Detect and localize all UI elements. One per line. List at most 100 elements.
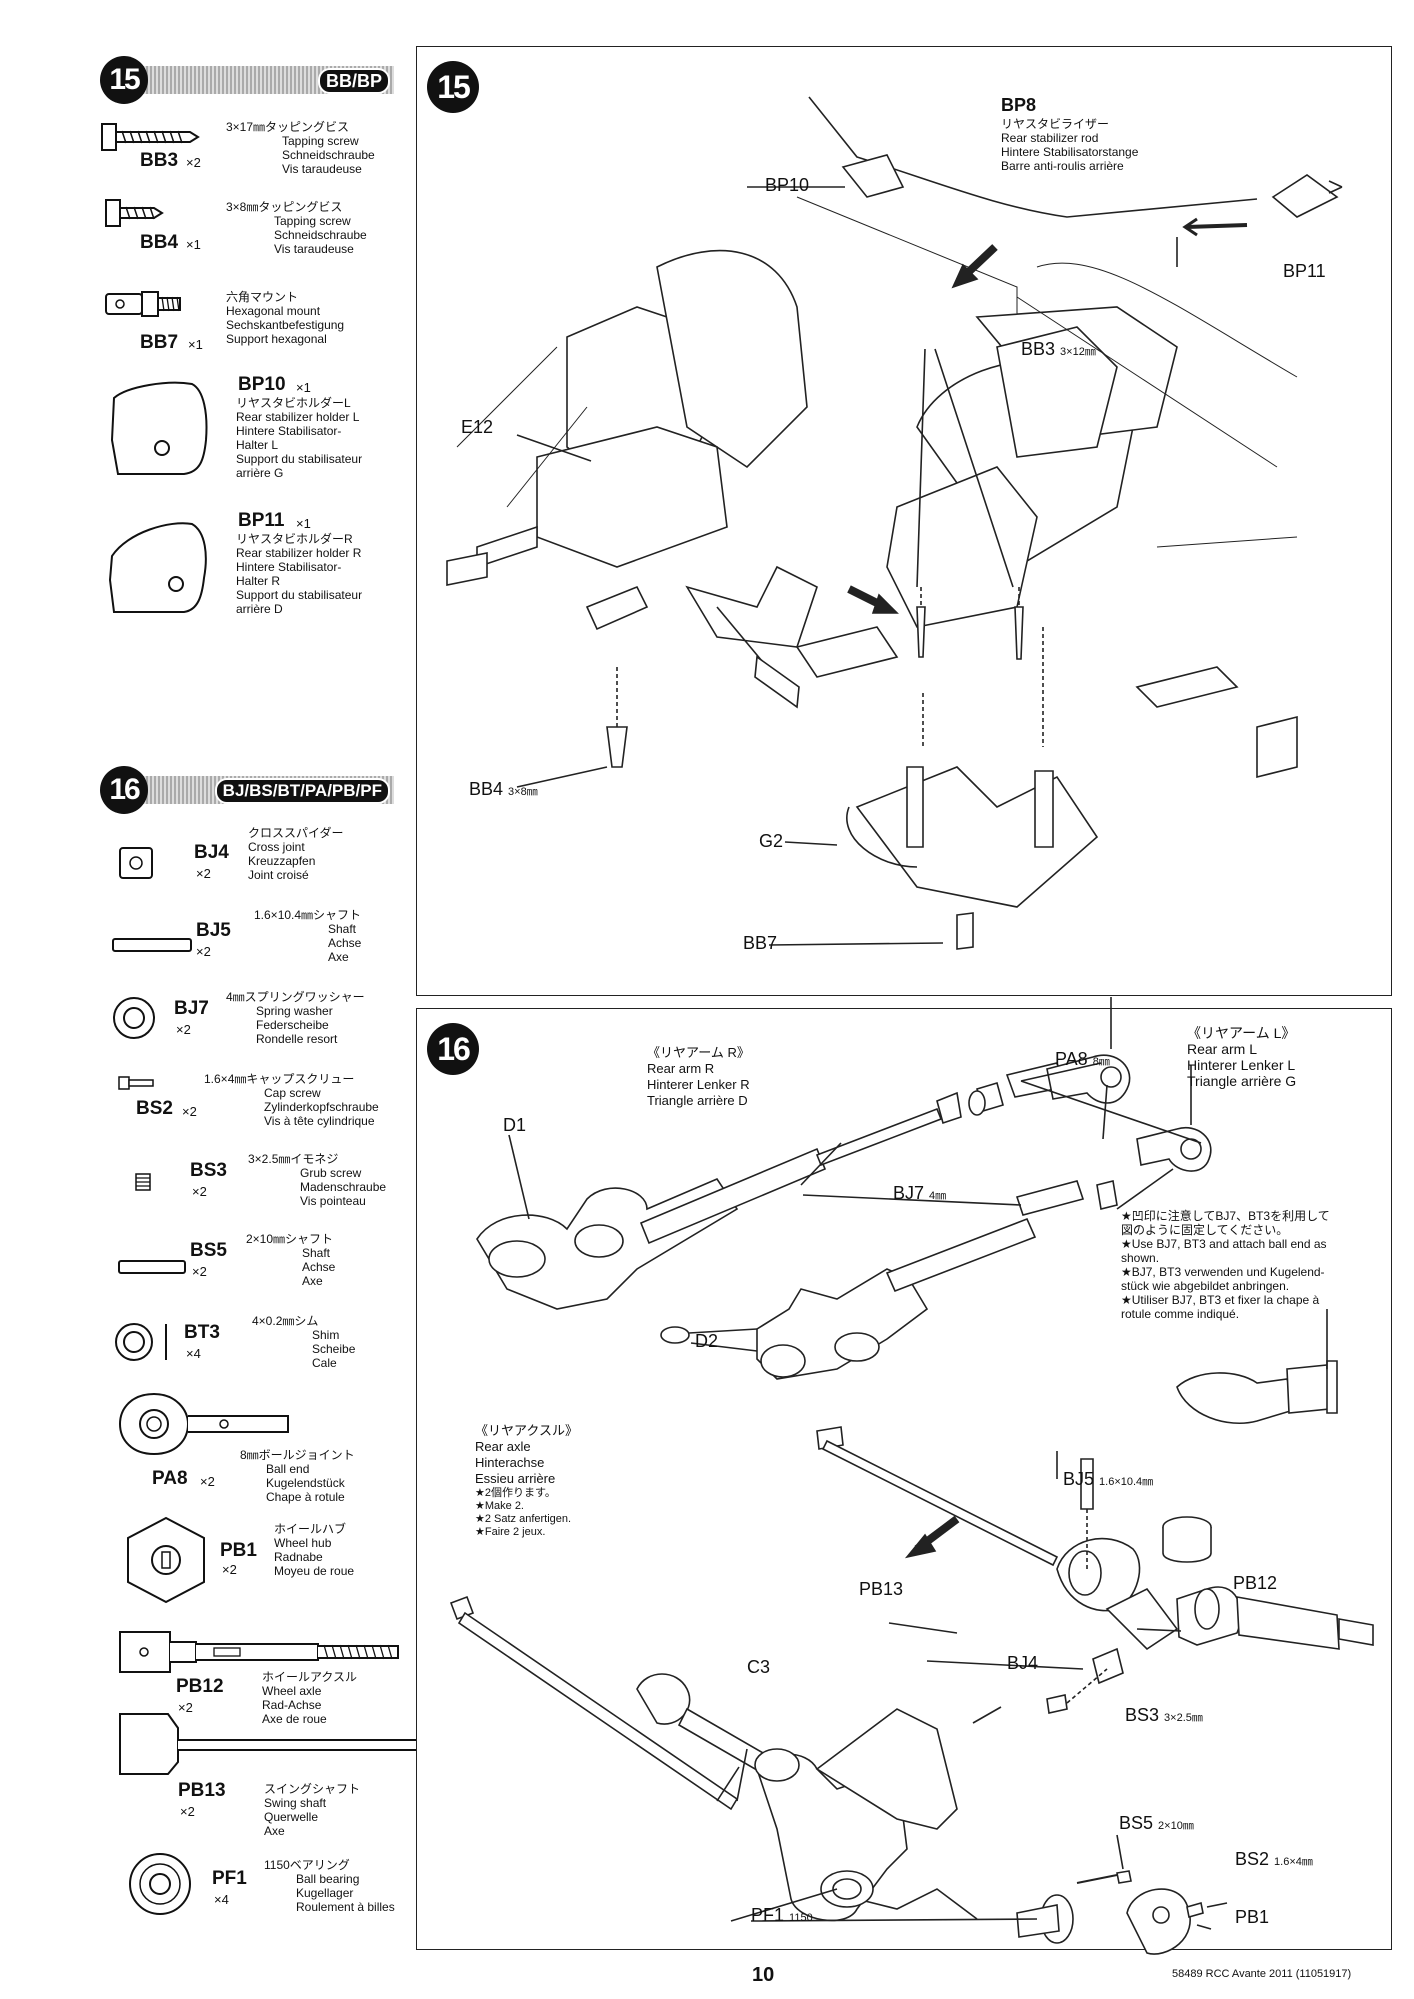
part-qty: ×4: [186, 1346, 201, 1361]
label-pb1: PB1: [1235, 1907, 1270, 1927]
grub-screw-icon: [135, 1173, 151, 1191]
part-code: BP10: [238, 374, 286, 395]
part-desc: 2×10㎜シャフト Shaft Achse Axe: [246, 1232, 336, 1288]
part-qty: ×2: [180, 1804, 195, 1819]
part-code: BJ5: [196, 920, 231, 941]
part-qty: ×1: [296, 380, 311, 395]
label-pb13: PB13: [859, 1579, 904, 1599]
label-bj5: BJ5 1.6×10.4㎜: [1063, 1469, 1154, 1489]
label-bb3: BB3 3×12㎜: [1021, 339, 1096, 359]
shaft-icon: [112, 938, 192, 952]
tapping-screw-short-icon: [105, 199, 164, 227]
step16-panel-number: 16: [427, 1023, 479, 1075]
part-code: BT3: [184, 1322, 220, 1343]
part-code: BS2: [136, 1098, 173, 1119]
part-qty: ×1: [188, 337, 203, 352]
part-qty: ×2: [222, 1562, 237, 1577]
stabilizer-holder-left-icon: [110, 381, 208, 475]
part-code: BJ7: [174, 998, 209, 1019]
step15-assembly-drawing: [446, 96, 1343, 950]
label-bb7: BB7: [743, 933, 778, 953]
part-desc: リヤスタビホルダーR Rear stabilizer holder R Hint…: [236, 532, 363, 616]
part-code: PB13: [178, 1780, 226, 1801]
ball-end-note: ★凹印に注意してBJ7、BT3を利用して 図のように固定してください。 ★Use…: [1121, 1209, 1330, 1321]
part-code: PB12: [176, 1676, 224, 1697]
part-desc: 3×2.5㎜イモネジ Grub screw Madenschraube Vis …: [248, 1152, 387, 1208]
part-desc: 4㎜スプリングワッシャー Spring washer Federscheibe …: [226, 990, 365, 1046]
part-desc: スイングシャフト Swing shaft Querwelle Axe: [264, 1782, 361, 1838]
label-bp8-desc: リヤスタビライザー Rear stabilizer rod Hintere St…: [1001, 117, 1139, 173]
step15-header-bar: BB/BP: [106, 66, 394, 94]
part-code: BS3: [190, 1160, 227, 1181]
part-code: BP11: [238, 510, 285, 531]
part-desc: 3×8㎜タッピングビス Tapping screw Schneidschraub…: [226, 200, 367, 256]
part-desc: 3×17㎜タッピングビス Tapping screw Schneidschrau…: [226, 120, 375, 176]
part-qty: ×2: [186, 155, 201, 170]
part-desc: リヤスタビホルダーL Rear stabilizer holder L Hint…: [236, 396, 363, 480]
shaft-icon: [118, 1260, 186, 1274]
part-desc: 8㎜ボールジョイント Ball end Kugelendstück Chape …: [240, 1448, 355, 1504]
label-e12: E12: [461, 417, 494, 437]
label-bp11: BP11: [1283, 261, 1326, 281]
hexagonal-mount-icon: [105, 291, 181, 317]
part-code: BB3: [140, 150, 179, 171]
label-bj4: BJ4: [1007, 1653, 1039, 1673]
step15-parts-code: BB/BP: [317, 68, 390, 94]
part-code: BB4: [140, 232, 179, 253]
step15-number-badge: 15: [100, 56, 148, 104]
part-qty: ×2: [196, 944, 211, 959]
part-qty: ×2: [182, 1104, 197, 1119]
part-qty: ×4: [214, 1892, 229, 1907]
label-bs5: BS5 2×10㎜: [1119, 1813, 1194, 1833]
part-desc: 1.6×4㎜キャップスクリュー Cap screw Zylinderkopfsc…: [204, 1072, 379, 1128]
label-bj7: BJ7 4㎜: [893, 1183, 947, 1203]
tapping-screw-long-icon: [101, 123, 200, 151]
label-c3: C3: [747, 1657, 771, 1677]
ball-bearing-icon: [129, 1853, 191, 1915]
part-qty: ×2: [200, 1474, 215, 1489]
product-code: 58489 RCC Avante 2011 (11051917): [1172, 1968, 1352, 1980]
ball-end-icon: [118, 1392, 289, 1456]
step16-parts-code: BJ/BS/BT/PA/PB/PF: [214, 778, 390, 804]
step16-header-bar: BJ/BS/BT/PA/PB/PF: [106, 776, 394, 804]
part-desc: ホイールアクスル Wheel axle Rad-Achse Axe de rou…: [262, 1670, 358, 1726]
label-pf1: PF1 1150: [751, 1905, 813, 1925]
spring-washer-icon: [113, 997, 155, 1039]
part-desc: 1.6×10.4㎜シャフト Shaft Achse Axe: [254, 908, 362, 964]
part-code: PF1: [212, 1868, 247, 1889]
part-qty: ×2: [192, 1184, 207, 1199]
part-qty: ×2: [192, 1264, 207, 1279]
step15-diagram-panel: 15: [416, 46, 1392, 996]
step16-diagram-panel: 16: [416, 997, 1392, 1955]
wheel-hub-icon: [127, 1516, 205, 1604]
part-qty: ×1: [186, 237, 201, 252]
part-code: BJ4: [194, 842, 229, 863]
cross-joint-icon: [119, 847, 153, 879]
label-bs2: BS2 1.6×4㎜: [1235, 1849, 1313, 1869]
part-code: BS5: [190, 1240, 227, 1261]
part-desc: 六角マウント Hexagonal mount Sechskantbefestig…: [226, 290, 345, 346]
part-qty: ×2: [178, 1700, 193, 1715]
rear-arm-r-title: 《リヤアーム R》 Rear arm R Hinterer Lenker R T…: [647, 1045, 750, 1108]
part-qty: ×2: [176, 1022, 191, 1037]
cap-screw-icon: [118, 1076, 154, 1090]
stabilizer-holder-right-icon: [108, 522, 207, 613]
part-desc: 4×0.2㎜シム Shim Scheibe Cale: [252, 1314, 356, 1370]
label-g2: G2: [759, 831, 784, 851]
wheel-axle-icon: [119, 1631, 399, 1673]
step16-assembly-drawing: [449, 997, 1374, 1955]
part-code: PA8: [152, 1468, 188, 1489]
part-qty: ×1: [296, 516, 311, 531]
part-desc: クロススパイダー Cross joint Kreuzzapfen Joint c…: [248, 826, 344, 882]
label-bp8: BP8: [1001, 95, 1037, 115]
part-code: PB1: [220, 1540, 257, 1561]
page-number: 10: [752, 1964, 775, 1986]
label-d2: D2: [695, 1331, 719, 1351]
label-bp10: BP10: [765, 175, 810, 195]
label-bs3: BS3 3×2.5㎜: [1125, 1705, 1203, 1725]
step16-number-badge: 16: [100, 766, 148, 814]
part-code: BB7: [140, 332, 179, 353]
part-qty: ×2: [196, 866, 211, 881]
label-bb4: BB4 3×8㎜: [469, 779, 538, 799]
rear-arm-l-title: 《リヤアーム L》 Rear arm L Hinterer Lenker L T…: [1187, 1025, 1297, 1089]
